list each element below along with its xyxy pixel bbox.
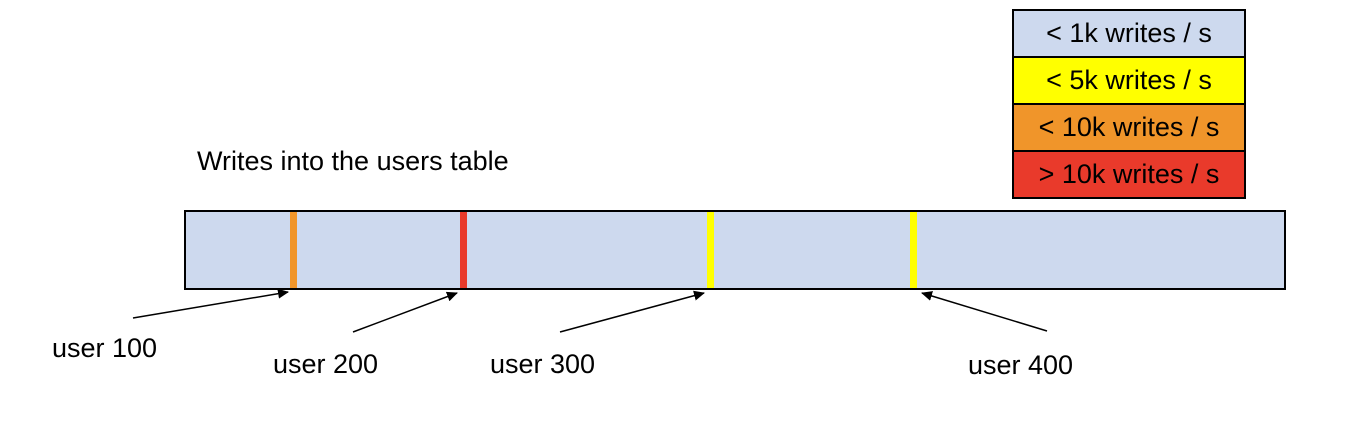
arrow-user-400: [921, 291, 1048, 332]
hotspot-marker-user-300: [707, 212, 714, 288]
legend: < 1k writes / s< 5k writes / s< 10k writ…: [1012, 9, 1246, 199]
hotspot-marker-user-400: [910, 212, 917, 288]
arrow-user-200: [352, 291, 458, 333]
users-table-bar: [184, 210, 1286, 290]
hotspot-marker-user-100: [290, 212, 297, 288]
legend-item-gt-10k: > 10k writes / s: [1014, 152, 1244, 197]
legend-item-lt-5k: < 5k writes / s: [1014, 58, 1244, 105]
arrow-user-300: [559, 290, 705, 333]
user-label-user-100: user 100: [52, 333, 158, 363]
hotspot-marker-user-200: [460, 212, 467, 288]
diagram-title: Writes into the users table: [197, 146, 509, 176]
user-label-user-400: user 400: [968, 350, 1074, 380]
user-label-user-300: user 300: [490, 349, 596, 379]
arrow-user-100: [132, 288, 289, 319]
legend-item-lt-1k: < 1k writes / s: [1014, 11, 1244, 58]
legend-item-lt-10k: < 10k writes / s: [1014, 105, 1244, 152]
user-label-user-200: user 200: [273, 349, 379, 379]
